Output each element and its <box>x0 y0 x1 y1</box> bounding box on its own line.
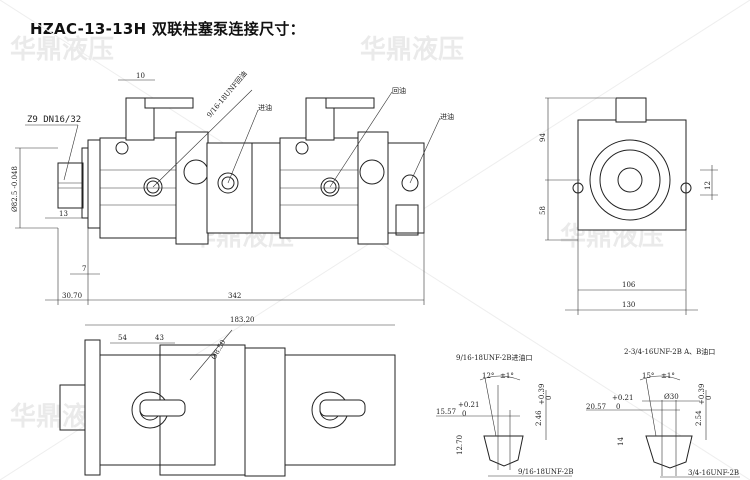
total-len-dim: 342 <box>228 292 241 300</box>
inlet-thread-depth: 12.70 <box>456 435 464 455</box>
height-bottom-dim: 58 <box>539 206 547 215</box>
ab-depth: 2.54 <box>695 410 703 426</box>
inlet-depth: 2.46 <box>535 410 543 426</box>
svg-text:华鼎液压: 华鼎液压 <box>10 34 114 65</box>
dim-c: 183.20 <box>230 316 255 324</box>
page-title: HZAC-13-13H 双联柱塞泵连接尺寸： <box>30 20 305 38</box>
inlet-tol-upper: +0.21 <box>458 401 479 409</box>
dim-b: 43 <box>155 334 164 342</box>
ab-angle-tol: ±1° <box>661 372 675 380</box>
ab-thread-depth: 14 <box>617 437 625 446</box>
side-view: Ø82.5 -0.048 Z9 DN16/32 10 13 7 30.70 34… <box>11 69 454 305</box>
ab-spot-dia: Ø30 <box>664 393 679 401</box>
end-view: 94 58 12 106 130 <box>539 97 718 315</box>
width-inner-dim: 106 <box>622 281 636 289</box>
detail-ab-port: 2-3/4-16UNF-2B A、B油口 15° ±1° +0.21 0 20.… <box>586 347 740 478</box>
detail-inlet-port: 9/16-18UNF-2B进油口 12° ±1° +0.21 0 15.57 2… <box>436 353 574 477</box>
ab-dia: 20.57 <box>586 403 606 411</box>
shaft-len-dim: 30.70 <box>62 292 82 300</box>
spline-len-dim: 13 <box>59 210 68 218</box>
ab-tol-lower: 0 <box>616 403 620 411</box>
hole-dim: Ø8.50 <box>210 339 228 361</box>
inlet-depth-tol-lower: 0 <box>545 396 553 400</box>
handle-width-dim: 10 <box>136 72 145 80</box>
ab-thread: 3/4-16UNF-2B <box>688 469 739 477</box>
inlet-angle: 12° <box>482 372 494 380</box>
inlet-thread: 9/16-18UNF-2B <box>518 468 574 476</box>
ab-depth-tol-upper: +0.39 <box>698 384 706 405</box>
inlet-angle-tol: ±1° <box>500 372 514 380</box>
flange-thk-dim: 7 <box>82 265 86 273</box>
port-return2-label: 回油 <box>392 86 406 95</box>
svg-text:华鼎液压: 华鼎液压 <box>360 34 464 65</box>
detail-inlet-title: 9/16-18UNF-2B进油口 <box>456 353 533 362</box>
inlet-dia: 15.57 <box>436 408 456 416</box>
inlet-depth-tol-upper: +0.39 <box>538 384 546 405</box>
ab-depth-tol-lower: 0 <box>705 396 713 400</box>
height-top-dim: 94 <box>539 133 547 142</box>
inlet-tol-lower: 0 <box>462 410 466 418</box>
ab-tol-upper: +0.21 <box>612 394 633 402</box>
port-inlet2-label: 进油 <box>440 112 454 121</box>
offset-dim: 12 <box>704 181 712 190</box>
pilot-dia-dim: Ø82.5 -0.048 <box>11 166 19 212</box>
width-outer-dim: 130 <box>622 301 635 309</box>
ab-angle: 15° <box>642 372 654 380</box>
bottom-view: 183.20 54 43 Ø8.50 <box>59 316 396 477</box>
port-inlet-label: 进油 <box>258 103 272 112</box>
port-return-label: 9/16-18UNF回油 <box>205 69 249 119</box>
dim-a: 54 <box>118 334 127 342</box>
detail-ab-title: 2-3/4-16UNF-2B A、B油口 <box>624 347 715 356</box>
spline-label: Z9 DN16/32 <box>27 115 81 125</box>
